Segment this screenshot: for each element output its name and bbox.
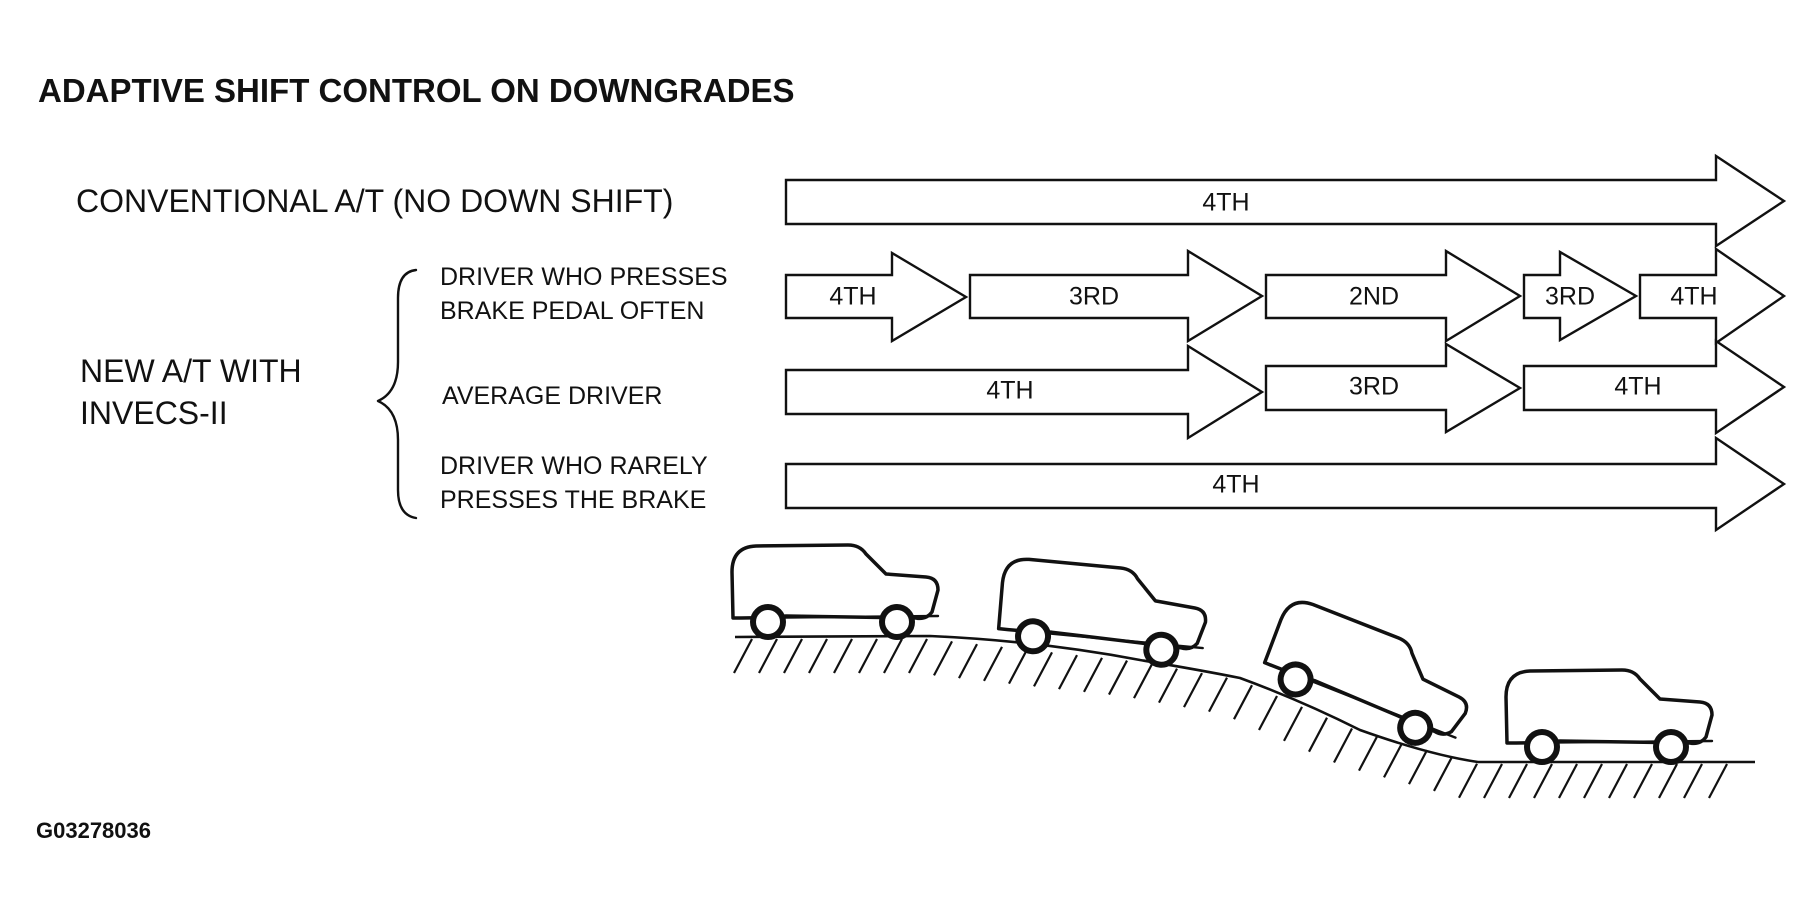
gear-label: 3RD — [1545, 283, 1595, 311]
hatch-mark — [1458, 763, 1478, 799]
new-at-label-line1: NEW A/T WITH — [80, 353, 302, 389]
rare-braker-label-line1: DRIVER WHO RARELY — [440, 452, 708, 480]
frequent-braker-label-line2: BRAKE PEDAL OFTEN — [440, 297, 705, 325]
hatch-mark — [1608, 763, 1628, 799]
gear-arrow-frequent-5: 4TH — [1638, 246, 1787, 346]
hatch-mark — [1033, 651, 1053, 687]
hatch-mark — [1483, 763, 1503, 799]
gear-label: 3RD — [1349, 373, 1399, 401]
hatch-mark — [1233, 684, 1253, 720]
gear-label: 4TH — [1212, 471, 1259, 499]
hatch-mark — [1208, 677, 1228, 713]
hatch-mark — [933, 640, 953, 676]
hatch-mark — [983, 646, 1003, 682]
vehicle-3 — [1262, 600, 1469, 746]
rare-braker-label-line2: PRESSES THE BRAKE — [440, 486, 707, 514]
downgrade-terrain — [733, 634, 1755, 799]
ground-hatching — [733, 638, 1728, 799]
figure-id: G03278036 — [36, 818, 151, 843]
hatch-mark — [1433, 756, 1453, 792]
new-at-label-line2: INVECS-II — [80, 395, 228, 431]
gear-label: 4TH — [986, 377, 1033, 405]
hatch-mark — [808, 638, 828, 674]
hatch-mark — [1283, 706, 1303, 742]
gear-arrow-average-2: 3RD — [1264, 341, 1523, 435]
hatch-mark — [1333, 728, 1353, 764]
hatch-mark — [1108, 660, 1128, 696]
vehicle-4 — [1504, 668, 1714, 765]
gear-arrow-conventional-1: 4TH — [784, 153, 1787, 249]
hatch-mark — [1683, 763, 1703, 799]
hatch-mark — [783, 638, 803, 674]
conventional-at-label: CONVENTIONAL A/T (NO DOWN SHIFT) — [76, 183, 674, 219]
gear-arrow-frequent-4: 3RD — [1522, 249, 1639, 343]
hatch-mark — [1633, 763, 1653, 799]
hatch-mark — [1308, 717, 1328, 753]
hatch-mark — [758, 638, 778, 674]
gear-label: 4TH — [829, 283, 876, 311]
gear-arrow-frequent-3: 2ND — [1264, 248, 1523, 344]
diagram-title: ADAPTIVE SHIFT CONTROL ON DOWNGRADES — [38, 72, 795, 109]
gear-label: 2ND — [1349, 283, 1399, 311]
hatch-mark — [1258, 695, 1278, 731]
driver-group-brace — [376, 268, 418, 520]
hatch-mark — [858, 638, 878, 674]
hatch-mark — [1408, 749, 1428, 785]
gear-arrow-average-3: 4TH — [1522, 338, 1787, 436]
gear-arrow-rare-1: 4TH — [784, 435, 1787, 533]
gear-label: 3RD — [1069, 283, 1119, 311]
hatch-mark — [1558, 763, 1578, 799]
hatch-mark — [1008, 649, 1028, 685]
frequent-braker-label-line1: DRIVER WHO PRESSES — [440, 263, 728, 291]
hatch-mark — [1158, 668, 1178, 704]
hatch-mark — [833, 638, 853, 674]
gear-arrow-average-1: 4TH — [784, 343, 1265, 441]
hatch-mark — [1508, 763, 1528, 799]
hatch-mark — [1058, 654, 1078, 690]
hatch-mark — [1183, 672, 1203, 708]
gear-label: 4TH — [1670, 283, 1717, 311]
hatch-mark — [883, 638, 903, 674]
hatch-mark — [908, 638, 928, 674]
hatch-mark — [958, 643, 978, 679]
hatch-mark — [1658, 763, 1678, 799]
hatch-mark — [1533, 763, 1553, 799]
hatch-mark — [1383, 742, 1403, 778]
hatch-mark — [1133, 663, 1153, 699]
gear-arrow-frequent-2: 3RD — [968, 248, 1265, 344]
hatch-mark — [733, 638, 753, 674]
gear-label: 4TH — [1202, 189, 1249, 217]
vehicle-1 — [730, 543, 940, 640]
gear-arrow-frequent-1: 4TH — [784, 250, 969, 344]
hatch-mark — [1708, 763, 1728, 799]
hatch-mark — [1358, 736, 1378, 772]
vehicle-2 — [996, 557, 1208, 668]
hatch-mark — [1583, 763, 1603, 799]
average-driver-label: AVERAGE DRIVER — [442, 382, 663, 410]
hatch-mark — [1083, 657, 1103, 693]
gear-arrows: 4TH 4TH 3RD 2ND 3RD 4TH 4TH 3 — [784, 153, 1787, 533]
gear-label: 4TH — [1614, 373, 1661, 401]
